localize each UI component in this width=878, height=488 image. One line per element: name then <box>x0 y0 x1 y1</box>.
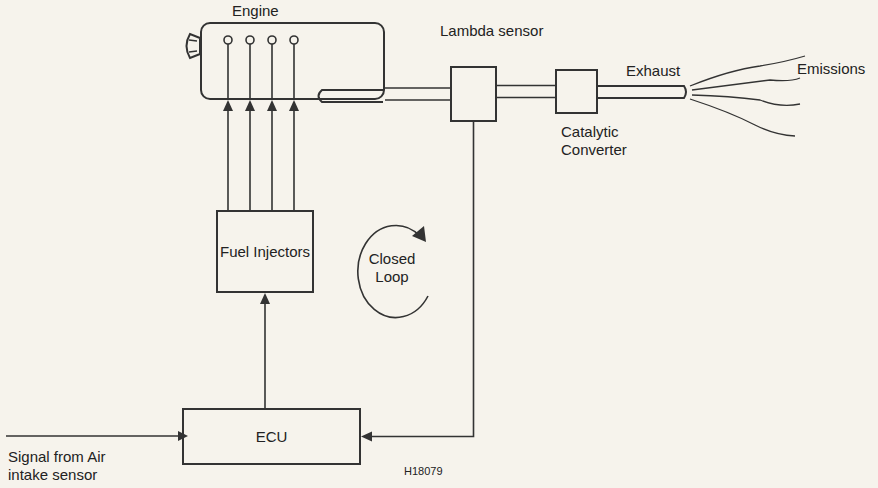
emission-line <box>692 95 800 105</box>
pipe <box>385 99 450 101</box>
wire <box>293 110 295 210</box>
pulley <box>187 34 201 58</box>
pulley-groove <box>189 51 197 52</box>
node-text: Lambda sensor <box>440 22 543 40</box>
connector <box>223 100 299 210</box>
tail-pipe <box>598 86 686 98</box>
process-box: Fuel Injectors <box>216 210 314 293</box>
wire <box>271 110 273 210</box>
lambda-sensor: Lambda sensor <box>450 66 497 122</box>
emission-line <box>692 78 800 90</box>
cylinder <box>268 36 276 44</box>
emission-line <box>690 56 805 86</box>
injector-stem <box>293 44 295 100</box>
emission-line <box>690 99 795 136</box>
pipe-label: Exhaust <box>626 62 696 80</box>
output-label: Emissions <box>797 60 875 78</box>
injector-stem <box>227 44 229 100</box>
loop-label: Closed Loop <box>364 250 420 286</box>
node-text: Fuel Injectors <box>218 243 312 261</box>
wire <box>227 110 229 210</box>
node-text: Catalytic Converter <box>561 123 633 159</box>
signal-label: Signal from Air intake sensor <box>8 448 130 484</box>
arrowhead <box>260 293 270 304</box>
cylinder <box>246 36 254 44</box>
catalytic-converter: Catalytic Converter <box>555 69 598 114</box>
arrowhead <box>223 100 233 111</box>
node-text: ECU <box>184 428 359 446</box>
loop-arrow <box>358 226 428 318</box>
connector <box>361 122 474 442</box>
node-text: Engine <box>232 2 279 20</box>
injector-stem <box>249 44 251 100</box>
process-box: ECU <box>182 408 361 465</box>
loop-arrowhead <box>412 226 426 242</box>
injector-stem <box>271 44 273 100</box>
arrowhead <box>361 432 372 442</box>
arrowhead <box>289 100 299 111</box>
cylinder <box>224 36 232 44</box>
pipe <box>385 87 450 89</box>
connector <box>497 86 555 98</box>
connector <box>385 88 450 100</box>
exhaust-manifold <box>319 90 384 102</box>
signal-line <box>6 435 180 437</box>
wire <box>249 110 251 210</box>
figure-number: H18079 <box>404 462 474 480</box>
cylinder-group <box>200 22 385 100</box>
pipe <box>497 97 555 99</box>
pipe <box>497 85 555 87</box>
wire <box>264 303 266 408</box>
pulley-groove <box>189 40 197 41</box>
engine-block: Engine <box>200 22 385 100</box>
arrowhead <box>245 100 255 111</box>
arrowhead <box>267 100 277 111</box>
cylinder <box>290 36 298 44</box>
connector <box>260 293 270 408</box>
